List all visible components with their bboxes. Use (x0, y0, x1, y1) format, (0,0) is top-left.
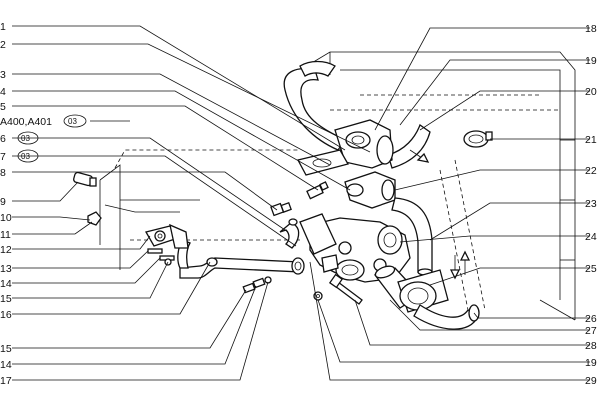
ref-oval-6 (17, 131, 39, 145)
callout-24: 24 (585, 231, 597, 243)
ref-oval-7 (17, 149, 39, 163)
callout-9: 9 (0, 196, 6, 208)
callout-29: 29 (585, 375, 597, 387)
callout-5: 5 (0, 101, 6, 113)
flange-bolts (147, 248, 175, 266)
callout-14: 14 (0, 278, 12, 290)
callout-16: 16 (0, 309, 12, 321)
callout-10: 10 (0, 212, 12, 224)
callout-6: 6 (0, 133, 6, 145)
coolant-return-pipe (177, 239, 305, 279)
callout-14b: 14 (0, 359, 12, 371)
pipe-flange (145, 223, 189, 249)
flow-arrows (409, 149, 471, 280)
callout-23: 23 (585, 198, 597, 210)
callout-8: 8 (0, 167, 6, 179)
right-callouts: 18 19 20 21 22 23 24 25 26 27 28 19 29 (585, 23, 597, 387)
callout-25: 25 (585, 263, 597, 275)
callout-11: 11 (0, 229, 11, 241)
left-leader-lines (12, 25, 371, 381)
gasket-plate (297, 149, 349, 176)
temperature-sensor (306, 181, 329, 200)
callout-26: 26 (585, 313, 597, 325)
callout-a400-a401: A400,A401 (0, 116, 52, 128)
heater-pipe-connector (279, 218, 300, 249)
callout-3: 3 (0, 69, 6, 81)
nut-11 (87, 211, 102, 226)
union-8 (270, 201, 292, 217)
callout-20: 20 (585, 86, 597, 98)
ref-03-a400: 03 (68, 117, 77, 126)
callout-28: 28 (585, 340, 597, 352)
callout-2: 2 (0, 39, 6, 51)
callout-19: 19 (585, 55, 597, 67)
thermostat-outlet (344, 171, 396, 209)
callout-18: 18 (585, 23, 597, 35)
callout-17: 17 (0, 375, 12, 387)
engine-block-outline (299, 51, 576, 321)
callout-12: 12 (0, 244, 12, 256)
callout-15: 15 (0, 293, 12, 305)
left-callouts: 1 2 3 4 5 A400,A401 03 6 03 7 03 8 9 10 … (0, 21, 87, 387)
right-leader-lines (309, 27, 590, 381)
small-sensor-10 (73, 171, 97, 187)
callout-22: 22 (585, 165, 597, 177)
callout-15b: 15 (0, 343, 12, 355)
callout-13: 13 (0, 263, 12, 275)
callout-4: 4 (0, 86, 6, 98)
ref-03-6: 03 (21, 134, 30, 143)
callout-7: 7 (0, 151, 6, 163)
pump-inlet-pipe (373, 265, 480, 330)
callout-19b: 19 (585, 357, 597, 369)
callout-27: 27 (585, 325, 597, 337)
callout-1: 1 (0, 21, 6, 33)
callout-21: 21 (585, 134, 597, 146)
bypass-hose (387, 123, 431, 169)
long-bolt (328, 273, 363, 305)
hose-clamp (463, 130, 493, 148)
cylinder-head-outline (99, 149, 300, 270)
ref-03-7: 03 (21, 152, 30, 161)
upper-radiator-hose (283, 60, 346, 151)
ref-oval-a400 (63, 114, 87, 128)
